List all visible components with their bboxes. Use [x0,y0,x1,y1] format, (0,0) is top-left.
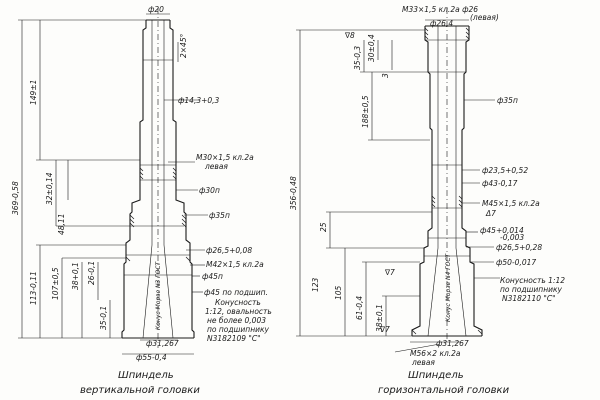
left-taper-3: не более 0,003 [207,316,266,325]
right-bot-bore: ф31,267 [436,339,469,348]
right-len-123: 123 [311,277,320,292]
right-thread-mid-2: Δ7 [485,209,496,218]
right-surf-top: ∇8 [344,31,355,40]
left-len-26: 26-0,1 [87,261,96,285]
right-taper-3: N3182110 "С" [502,294,556,303]
right-len-25: 25 [319,222,328,232]
right-top-dia: ф26,4 [430,19,453,28]
right-dia-35: ф35п [497,96,518,105]
right-taper-2: по подшипнику [500,285,563,294]
right-dia-45: ф45+0,014 [480,226,524,235]
right-thread-bot-1: М56×2 кл.2а [410,349,461,358]
right-surf-mid: ∇7 [384,268,395,277]
left-len-38: 38+0,1 [71,262,80,290]
right-len-105: 105 [334,285,343,300]
left-dia-265: ф26,5+0,08 [206,246,252,255]
right-len-3: 3 [381,73,390,78]
right-len-30: 30±0,4 [367,34,376,62]
left-dia-35: ф35п [209,211,230,220]
right-len-188: 188±0,5 [361,95,370,128]
right-taper-1: Конусность 1:12 [500,276,565,285]
left-bot-bore: ф31,267 [146,339,179,348]
left-len-35: 35-0,1 [99,306,108,330]
left-caption-1: Шпиндель [118,370,174,381]
left-caption-2: вертикальной головки [80,385,200,396]
right-dia-45b: -0,003 [500,233,524,242]
left-thread-bot: М42×1,5 кл.2а [206,260,264,269]
left-len-113: 113-0,11 [29,271,38,305]
right-labels: М33×1,5 кл.2а ф26 (левая) ф26,4 ∇8 ф35п … [289,5,565,396]
left-len-149: 149±1 [29,80,38,105]
left-len-107: 107±0,5 [51,267,60,300]
right-dimension-lines [296,19,500,353]
right-dia-265: ф26,5+0,28 [496,243,542,252]
left-dia-45: ф45п [202,272,223,281]
right-dia-235: ф23,5+0,52 [482,166,528,175]
right-caption-1: Шпиндель [408,370,464,381]
right-morse: Конус Морзе N4 ГОСТ [445,252,452,322]
left-dia-45-note: ф45 по подшип. [204,288,268,297]
left-taper-5: N3182109 "С" [207,334,261,343]
left-morse: Конус Морзе N3 ГОСТ [155,260,162,330]
right-len-38: 38±0,1 [375,304,384,332]
left-dia-30: ф30п [199,186,220,195]
left-taper-4: по подшипнику [207,325,270,334]
left-dimension-lines [18,13,208,355]
right-dia-43: ф43-0,17 [482,179,518,188]
right-thread-top-2: (левая) [470,13,499,22]
right-thread-mid-1: М45×1,5 кл.2а [482,199,540,208]
left-len-48: 48,11 [57,214,66,235]
right-surf-bot: ∇7 [379,325,390,334]
left-labels: ф20 2×45° ф14,3+0,3 М30×1,5 кл.2а левая … [11,5,272,396]
right-thread-top-1: М33×1,5 кл.2а ф26 [402,5,478,14]
right-caption-2: горизонтальной головки [378,385,510,396]
right-len-61: 61-0,4 [355,296,364,320]
right-dia-50: ф50-0,017 [496,258,536,267]
left-top-chamfer: 2×45° [179,33,188,58]
left-overall-len: 369-0,58 [11,181,20,215]
left-top-dia: ф20 [148,5,164,14]
left-thread-top-1: М30×1,5 кл.2а [196,153,254,162]
left-len-32: 32±0,14 [45,172,54,205]
left-spindle-outline [121,8,195,348]
right-spindle-outline [411,8,483,340]
left-taper-1: Конусность [215,298,261,307]
left-taper-2: 1:12, овальность [205,307,272,316]
left-bot-dia: ф55-0,4 [136,353,167,362]
right-overall-len: 356-0,48 [289,176,298,210]
right-len-35: 35-0,3 [353,46,362,70]
left-thread-top-2: левая [204,162,228,171]
right-thread-bot-2: левая [411,358,435,367]
left-bore-top: ф14,3+0,3 [178,96,220,105]
